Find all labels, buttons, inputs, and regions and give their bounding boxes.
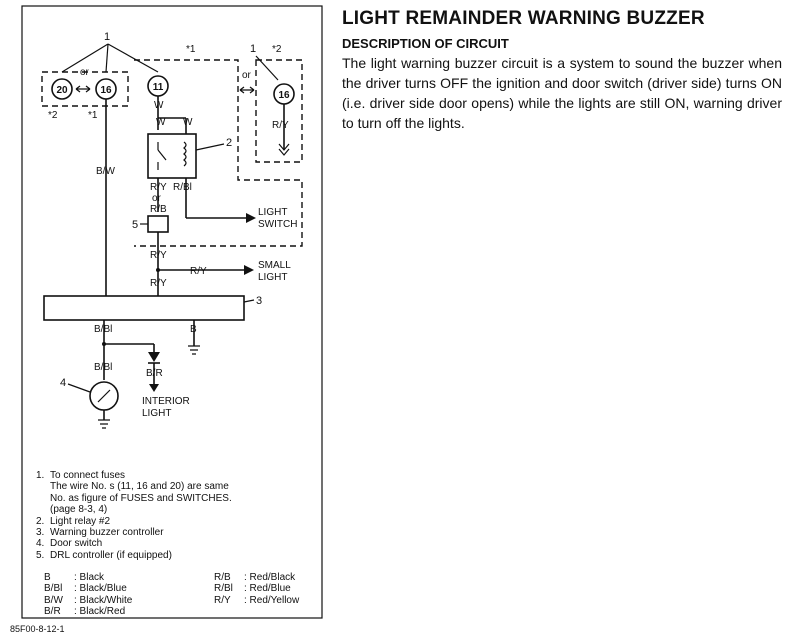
callout-3: 3 <box>256 295 262 307</box>
callout-1-right: 1 <box>250 43 256 55</box>
wire-label-br: B/R <box>146 368 163 379</box>
callout-2: 2 <box>226 137 232 149</box>
wire-label-ry-right: R/Y <box>272 120 289 131</box>
arrow-to-interior-light <box>149 384 159 392</box>
dest-small: SMALL <box>258 260 291 271</box>
description-panel: LIGHT REMAINDER WARNING BUZZER DESCRIPTI… <box>342 8 782 133</box>
or-label-1: or <box>80 67 90 78</box>
connector-icon <box>278 143 290 156</box>
light-relay-2 <box>147 133 197 179</box>
document-id: 85F00-8-12-1 <box>10 624 65 634</box>
note-item: 2.Light relay #2 <box>36 515 111 527</box>
or-label-3: or <box>152 193 162 204</box>
ground-icon-2 <box>98 419 110 429</box>
ground-icon-1 <box>188 345 200 355</box>
dest-interior-light: LIGHT <box>142 408 171 419</box>
wire-label-rb: R/B <box>150 204 167 215</box>
wire-label-ry2: R/Y <box>150 250 167 261</box>
callout-1-left: 1 <box>104 31 110 43</box>
warning-buzzer-controller-3 <box>43 295 245 321</box>
dest-switch: SWITCH <box>258 219 297 230</box>
wire-label-bbl1: B/Bl <box>94 324 112 335</box>
wire-label-rbl1: R/Bl <box>173 182 192 193</box>
fuse-16-number: 16 <box>100 85 112 96</box>
asterisk-2-right: *2 <box>272 44 282 55</box>
dest-interior: INTERIOR <box>142 396 190 407</box>
section-heading: DESCRIPTION OF CIRCUIT <box>342 36 509 51</box>
note-item: 1. To connect fuses The wire No. s (11, … <box>36 470 232 516</box>
wire-label-bw: B/W <box>96 166 115 177</box>
arrow-to-light-switch <box>246 213 256 223</box>
dest-small-light: LIGHT <box>258 272 287 283</box>
fuse-20-circle <box>51 78 73 100</box>
wire-label-w2: W <box>183 117 193 128</box>
fuse-16-right-number: 16 <box>278 90 290 101</box>
alt-fuse-region-dashed <box>255 59 303 163</box>
asterisk-1-top: *1 <box>186 44 196 55</box>
asterisk-1-left: *1 <box>88 110 98 121</box>
page-title: LIGHT REMAINDER WARNING BUZZER <box>342 8 705 29</box>
fuse-20-number: 20 <box>56 85 68 96</box>
asterisk-2-left: *2 <box>48 110 58 121</box>
drl-controller-5 <box>147 215 169 233</box>
note-item: 3.Warning buzzer controller <box>36 527 164 539</box>
wire-label-w3: W <box>156 117 166 128</box>
relay-coil-icon <box>183 141 187 167</box>
notes-list: 1. To connect fuses The wire No. s (11, … <box>36 470 336 561</box>
circuit-description: The light warning buzzer circuit is a sy… <box>342 55 782 131</box>
note-item: 5.DRL controller (if equipped) <box>36 549 172 561</box>
wire-label-ry4: R/Y <box>150 278 167 289</box>
relay-region-dashed <box>134 59 303 247</box>
callout-5: 5 <box>132 219 138 231</box>
alt-arrow-icon-1 <box>75 85 91 93</box>
arrow-to-small-light <box>244 265 254 275</box>
wire-label-ry3: R/Y <box>190 266 207 277</box>
dest-light: LIGHT <box>258 207 287 218</box>
legend-row: B/R: Black/Red <box>44 606 126 618</box>
fuse-group-box <box>41 71 129 107</box>
wire-label-ry1: R/Y <box>150 182 167 193</box>
diode-icon <box>148 352 160 362</box>
diagram-frame <box>21 5 323 619</box>
note-item: 4.Door switch <box>36 538 103 550</box>
or-label-2: or <box>242 70 252 81</box>
callout-4: 4 <box>60 377 66 389</box>
alt-arrow-icon-2 <box>239 86 255 94</box>
fuse-11-number: 11 <box>153 82 164 93</box>
wire-label-bbl2: B/Bl <box>94 362 112 373</box>
wire-label-w1: W <box>154 100 164 111</box>
